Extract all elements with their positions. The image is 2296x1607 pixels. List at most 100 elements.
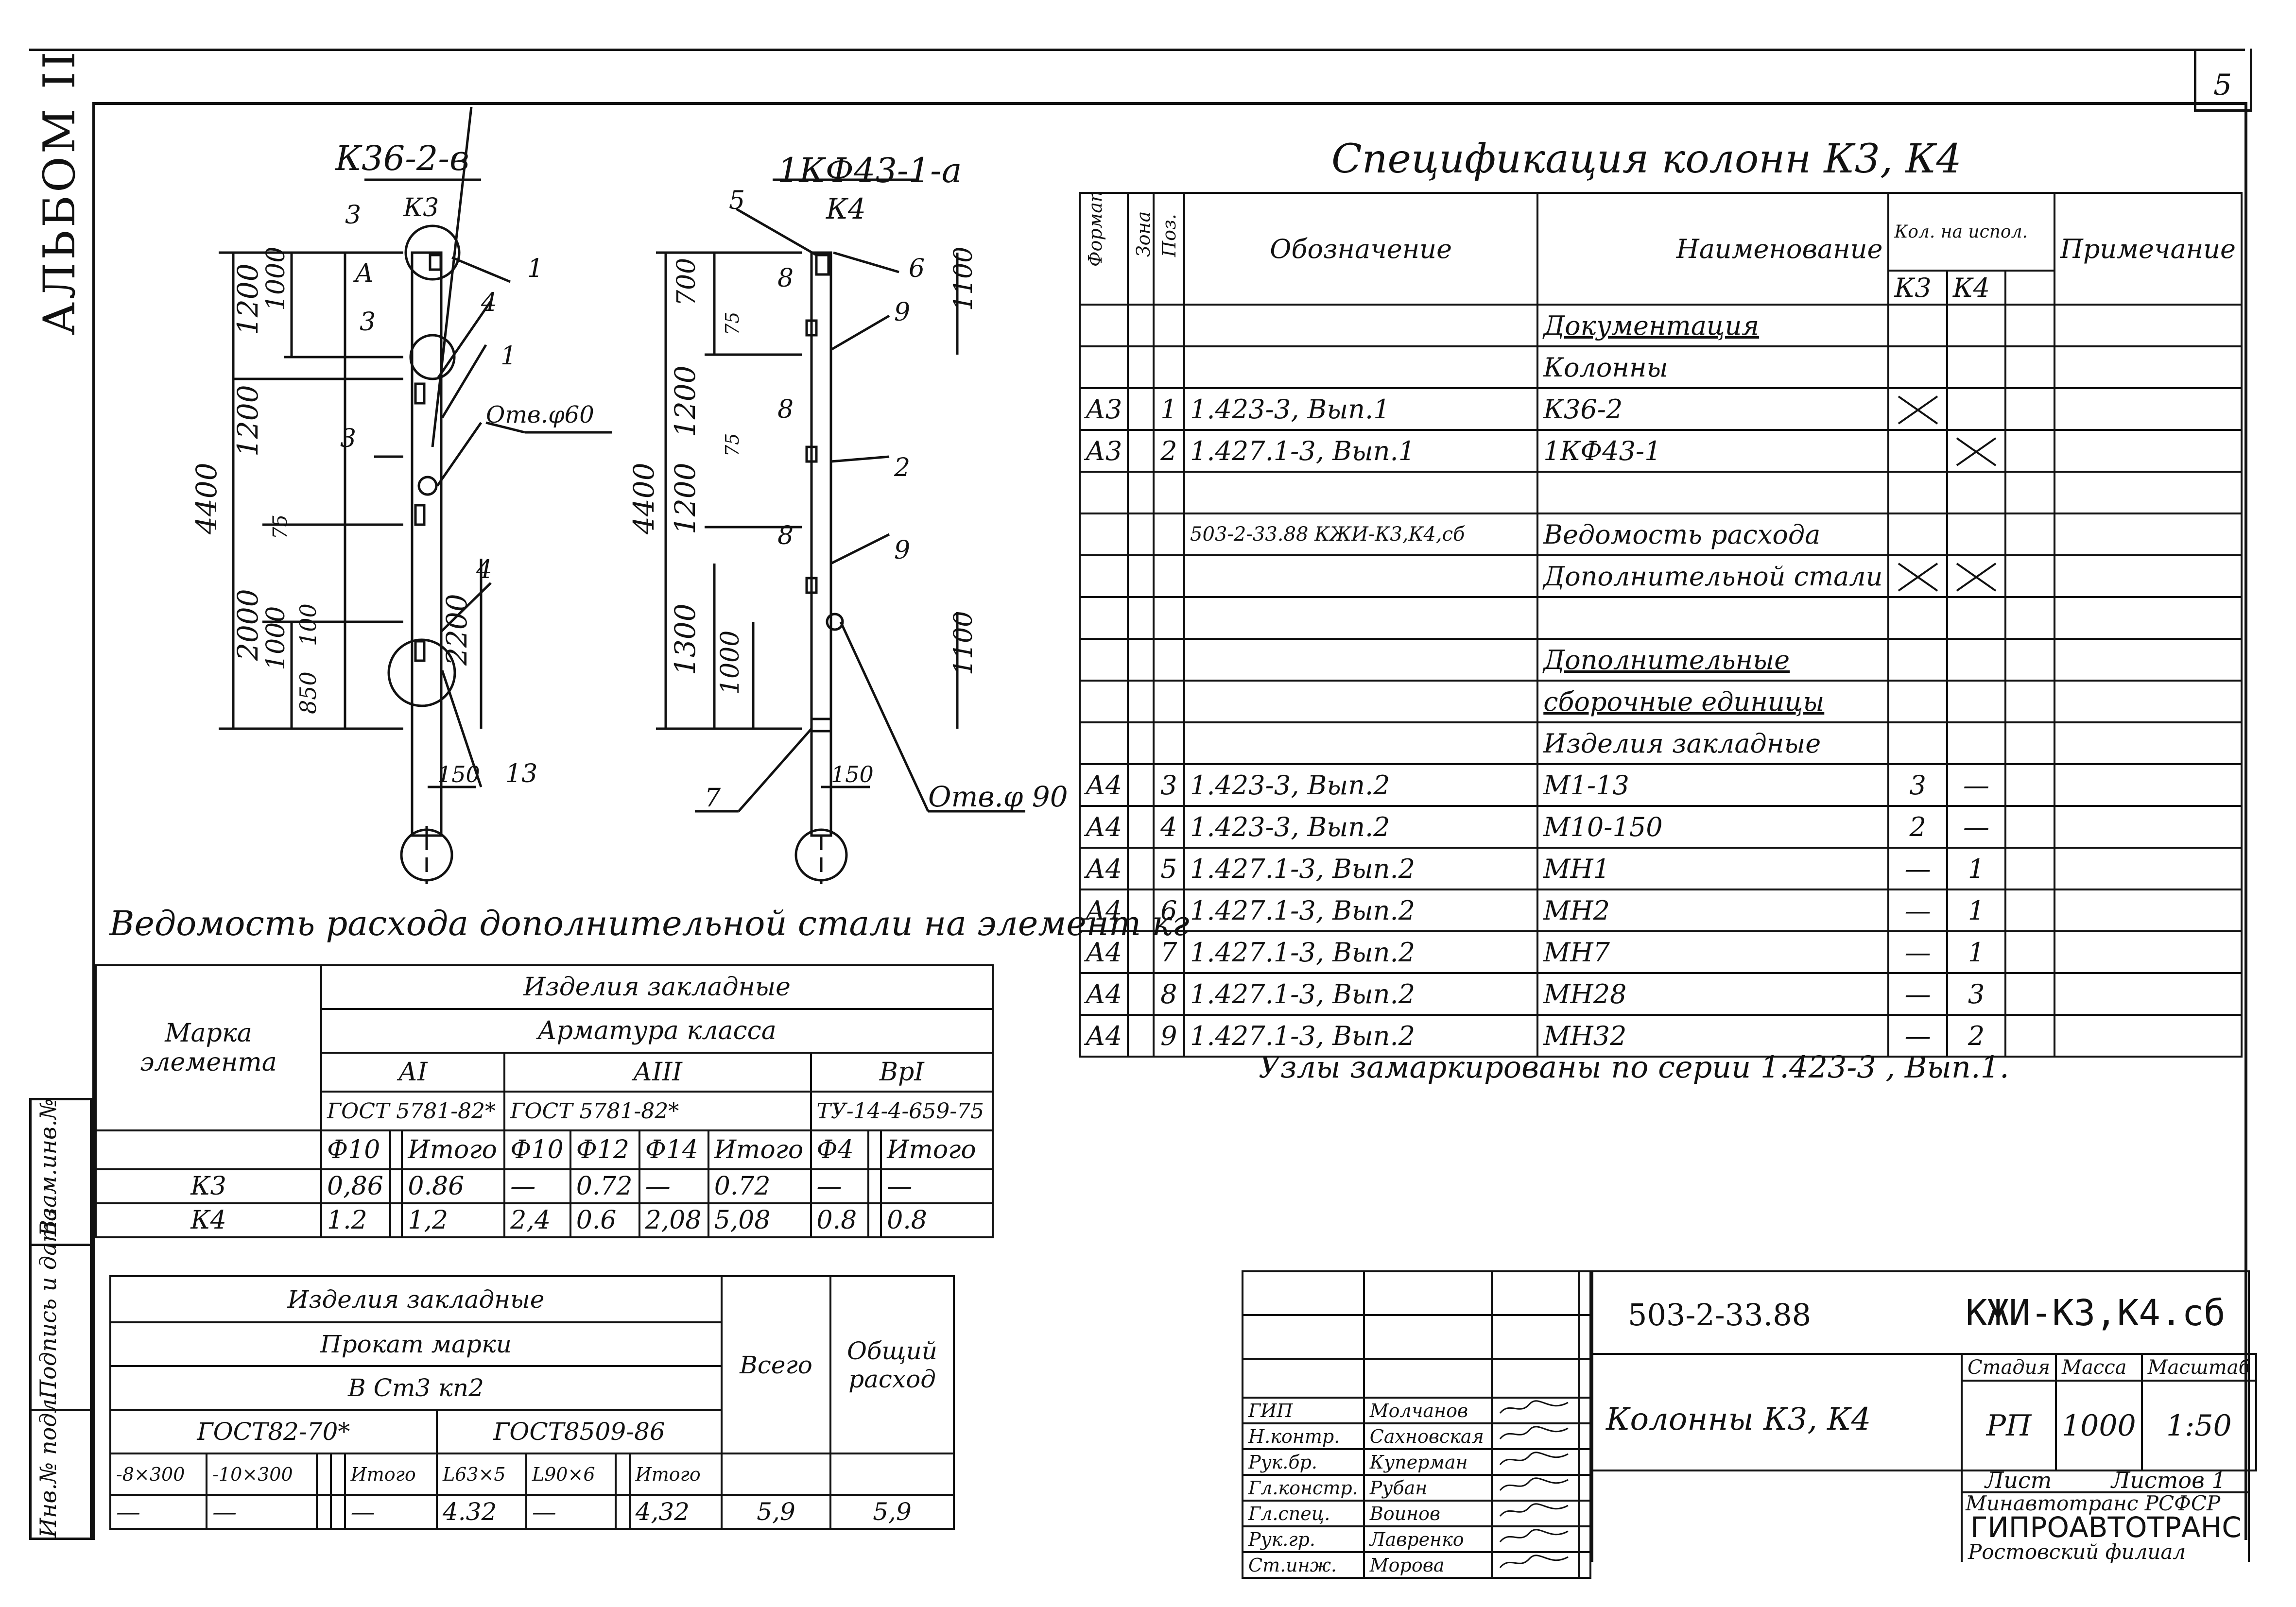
spec-pos: [1152, 345, 1186, 389]
spec-zone: [1127, 345, 1155, 389]
col-head: Итого: [401, 1129, 506, 1170]
side-label-sign: Подпись и дата: [35, 1208, 61, 1399]
spec-format: А4: [1078, 805, 1129, 849]
stamp-org-1: Минавтотранс РСФСР: [1966, 1491, 2221, 1515]
spec-h-format: Формат: [1078, 192, 1129, 306]
table-cell: —: [206, 1494, 318, 1530]
k3-callout: 3: [340, 424, 356, 453]
table-cell: 0.6: [569, 1202, 640, 1238]
table-cell: —: [810, 1168, 869, 1204]
col-head: Ф10: [503, 1129, 571, 1170]
album-label: АЛЬБОМ II: [34, 49, 85, 335]
spec-name: МН28: [1536, 972, 1890, 1016]
k4-dim: 1200: [669, 365, 702, 437]
spec-qty-k3: [1887, 513, 1948, 556]
spec-zone: [1127, 680, 1155, 723]
table-cell: —: [525, 1494, 617, 1530]
spec-pos: 6: [1152, 889, 1186, 932]
col-head: Итого: [344, 1453, 438, 1496]
spec-qty-k4: [1946, 638, 2007, 682]
signature-mark: [1490, 1448, 1580, 1476]
signature-role: Рук.бр.: [1242, 1448, 1365, 1476]
k3-callout: 1: [501, 342, 517, 371]
spec-designation: [1183, 680, 1539, 723]
signature-name: Морова: [1363, 1551, 1493, 1579]
side-strip-divider: [29, 1409, 92, 1411]
k4-title: 1КФ43-1-а: [777, 151, 962, 190]
table-cell: 5,08: [707, 1202, 812, 1238]
spec-h-note: Примечание: [2053, 192, 2243, 306]
k3-dim: 1000: [261, 606, 291, 670]
k3-hole: Отв.φ60: [486, 401, 594, 428]
col-head: Итого: [628, 1453, 723, 1496]
signature-row: Рук.бр.Куперман: [1242, 1448, 1591, 1476]
rolled-std-2: ГОСТ8509-86: [435, 1409, 723, 1454]
spec-format: А4: [1078, 972, 1129, 1016]
k3-dim: 1200: [231, 263, 264, 335]
signature-name: Куперман: [1363, 1448, 1493, 1476]
side-strip-divider: [29, 1244, 92, 1246]
table-cell: [614, 1494, 631, 1530]
spec-name: сборочные единицы: [1536, 680, 1890, 723]
spec-designation: 503-2-33.88 КЖИ-К3,К4,сб: [1183, 513, 1539, 556]
k3-callout: 4: [476, 555, 492, 584]
k4-dim: 1100: [949, 611, 978, 675]
top-rule: [29, 49, 2245, 51]
signature-scribble: [1499, 1477, 1569, 1491]
table-cell: 0.72: [569, 1168, 640, 1204]
spec-qty-k3: [1887, 429, 1948, 473]
k4-callout: 6: [909, 254, 925, 283]
k4-dim: 4400: [627, 462, 660, 535]
spec-designation: 1.427.1-3, Вып.2: [1183, 930, 1539, 974]
table-cell: 0.86: [401, 1168, 506, 1204]
spec-qty-k4: [1946, 554, 2007, 598]
spec-designation: 1.427.1-3, Вып.2: [1183, 1014, 1539, 1058]
spec-name: К36-2: [1536, 387, 1890, 431]
spec-designation: 1.427.1-3, Вып.2: [1183, 847, 1539, 890]
spec-qty-k4: —: [1946, 805, 2007, 849]
sheet-number-box: [2194, 49, 2252, 112]
k3-dim: 1000: [261, 247, 291, 311]
signature-role: Гл.спец.: [1242, 1500, 1365, 1527]
spec-designation: [1183, 471, 1539, 514]
table-cell: [867, 1168, 882, 1204]
signature-scribble: [1499, 1555, 1569, 1568]
col-head: -10×300: [206, 1453, 318, 1496]
k4-callout: 8: [777, 264, 794, 293]
spec-zone: [1127, 638, 1155, 682]
k3-callout: 1: [527, 254, 543, 283]
stamp-sheets: Листов 1: [2111, 1467, 2226, 1493]
table-cell: 0.8: [880, 1202, 994, 1238]
spec-h-designation: Обозначение: [1183, 192, 1539, 306]
signature-scribble: [1499, 1503, 1569, 1517]
spec-zone: [1127, 721, 1155, 765]
col-head: Итого: [707, 1129, 812, 1170]
k3-subtitle: К3: [403, 193, 439, 222]
spec-zone: [1127, 513, 1155, 556]
table-row: Колонны: [1078, 345, 2243, 389]
spec-format: А4: [1078, 1014, 1129, 1058]
spec-qty-k3: [1887, 345, 1948, 389]
table-cell: —: [880, 1168, 994, 1204]
spec-qty-k4: [1946, 429, 2007, 473]
spec-pos: [1152, 554, 1186, 598]
table-row: сборочные единицы: [1078, 680, 2243, 723]
rolled-std-1: ГОСТ82-70*: [109, 1409, 438, 1454]
k3-callout: 3: [345, 201, 361, 230]
table-cell: 2,08: [638, 1202, 709, 1238]
k4-dim: 1300: [669, 603, 702, 675]
table-row: Дополнительной стали: [1078, 554, 2243, 598]
col-head: L63×5: [435, 1453, 527, 1496]
k3-dim: 150: [437, 761, 480, 787]
spec-qty-k3: [1887, 680, 1948, 723]
table-cell: [389, 1168, 403, 1204]
spec-name: МН1: [1536, 847, 1890, 890]
spec-h-pos: Поз.: [1152, 192, 1186, 306]
k4-callout: 8: [777, 395, 794, 424]
spec-pos: 3: [1152, 763, 1186, 807]
table-cell: 0.8: [810, 1202, 869, 1238]
spec-name: М10-150: [1536, 805, 1890, 849]
col-head: [867, 1129, 882, 1170]
